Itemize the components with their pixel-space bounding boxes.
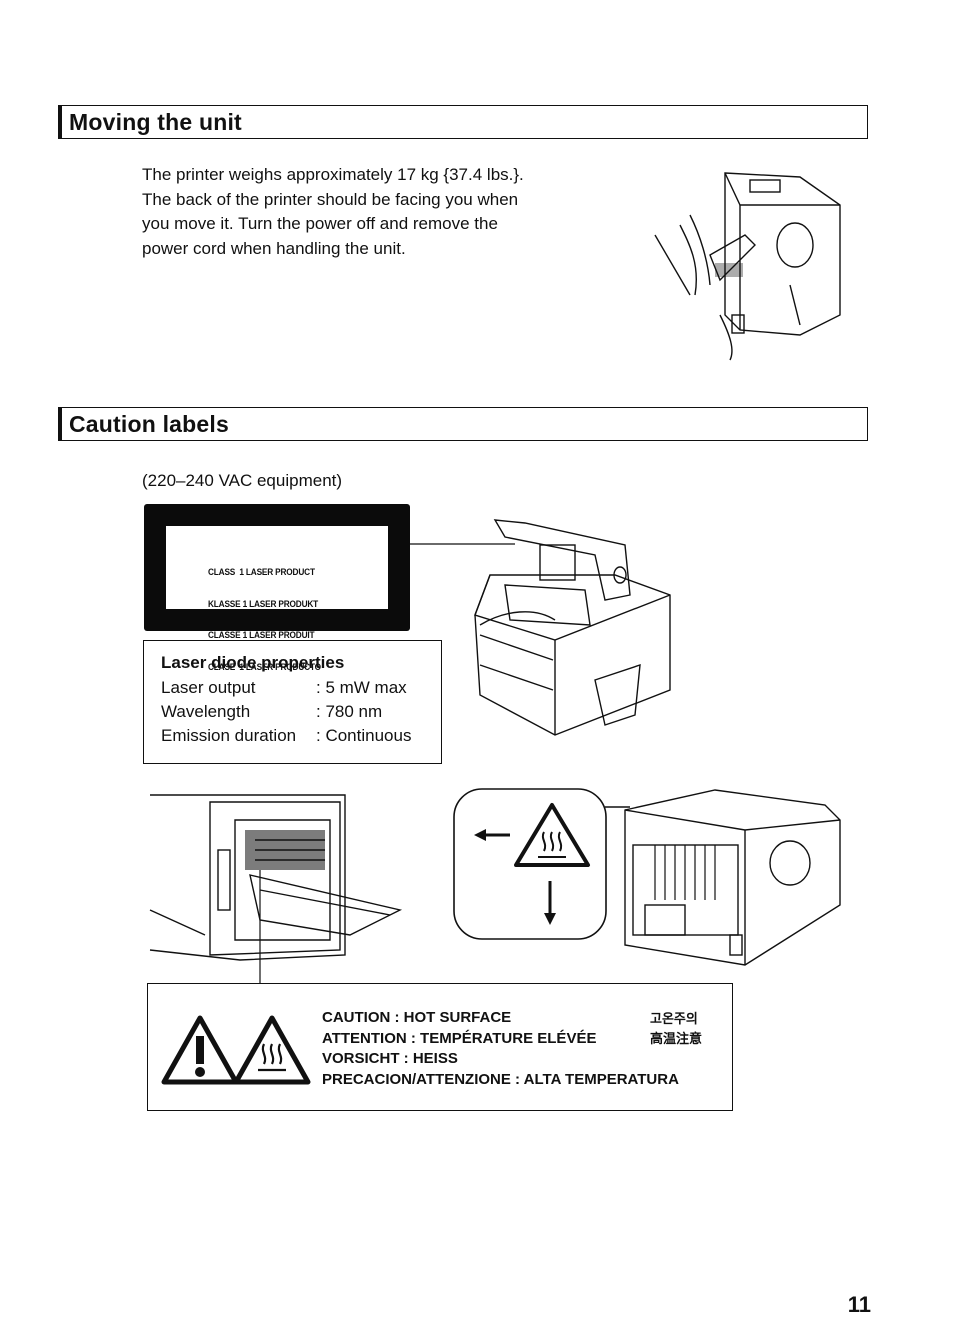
section-caution-title: Caution labels xyxy=(69,411,229,437)
caution-leader-line xyxy=(259,870,261,984)
laser-prop-value: : Continuous xyxy=(316,726,412,745)
section-moving-header: Moving the unit xyxy=(57,104,868,139)
section-caution-header: Caution labels xyxy=(57,406,868,441)
laser-label-inner: CLASS 1 LASER PRODUCT KLASSE 1 LASER PRO… xyxy=(166,526,388,672)
laser-prop-value: : 5 mW max xyxy=(316,678,407,697)
section-moving-title: Moving the unit xyxy=(69,109,242,135)
moving-line-3: you move it. Turn the power off and remo… xyxy=(142,214,498,233)
chinese-caution-text: 高温注意 xyxy=(650,1031,703,1046)
moving-line-1: The printer weighs approximately 17 kg {… xyxy=(142,165,524,184)
laser-product-label: CLASS 1 LASER PRODUCT KLASSE 1 LASER PRO… xyxy=(144,504,410,672)
page-number: 11 xyxy=(847,1292,871,1317)
moving-printer-illustration xyxy=(654,172,841,361)
laser-diode-properties: Laser diode properties Laser output : 5 … xyxy=(143,640,442,764)
hot-surface-icon xyxy=(514,803,590,867)
open-printer-illustration xyxy=(474,519,671,736)
moving-paragraph: The printer weighs approximately 17 kg {… xyxy=(142,163,524,261)
hot-surface-caution-label: CAUTION : HOT SURFACE ATTENTION : TEMPÉR… xyxy=(147,983,733,1111)
side-open-printer-illustration xyxy=(149,794,403,961)
moving-line-2: The back of the printer should be facing… xyxy=(142,189,519,209)
hot-surface-icon xyxy=(233,1015,311,1085)
laser-line-3: CLASSE 1 LASER PRODUIT xyxy=(208,630,315,640)
caution-line-1: CAUTION : HOT SURFACE xyxy=(322,1009,512,1026)
laser-label-text: CLASS 1 LASER PRODUCT KLASSE 1 LASER PRO… xyxy=(208,546,321,693)
hot-surface-callout xyxy=(453,788,607,940)
label-leader-line xyxy=(410,543,515,545)
arrow-left-icon xyxy=(474,829,510,841)
hot-surface-text: CAUTION : HOT SURFACE ATTENTION : TEMPÉR… xyxy=(322,1008,679,1090)
caution-line-4: PRECACION/ATTENZIONE : ALTA TEMPERATURA xyxy=(322,1070,679,1088)
laser-prop-key: Laser output xyxy=(161,678,256,697)
arrow-down-icon xyxy=(544,881,556,925)
laser-line-4: CLASE 1 LASER PRODUCTO xyxy=(208,661,321,672)
laser-props-title: Laser diode properties xyxy=(161,653,345,672)
section-bar-tick xyxy=(57,104,62,139)
laser-prop-key: Emission duration xyxy=(161,726,297,745)
laser-prop-key: Wavelength xyxy=(161,702,251,721)
korean-caution-text: 고온주의 xyxy=(650,1011,698,1026)
warning-triangle-icon xyxy=(161,1015,239,1085)
laser-prop-value: : 780 nm xyxy=(316,702,383,721)
caution-line-2: ATTENTION : TEMPÉRATURE ELÉVÉE xyxy=(322,1029,597,1047)
laser-line-1: CLASS 1 LASER PRODUCT xyxy=(208,567,315,577)
rear-printer-illustration xyxy=(605,789,841,966)
moving-line-4: power cord when handling the unit. xyxy=(142,238,406,258)
laser-line-2: KLASSE 1 LASER PRODUKT xyxy=(208,598,319,609)
caution-line-3: VORSICHT : HEISS xyxy=(322,1050,458,1067)
section-bar-tick xyxy=(57,406,62,441)
caution-subtitle: (220–240 VAC equipment) xyxy=(142,471,343,490)
